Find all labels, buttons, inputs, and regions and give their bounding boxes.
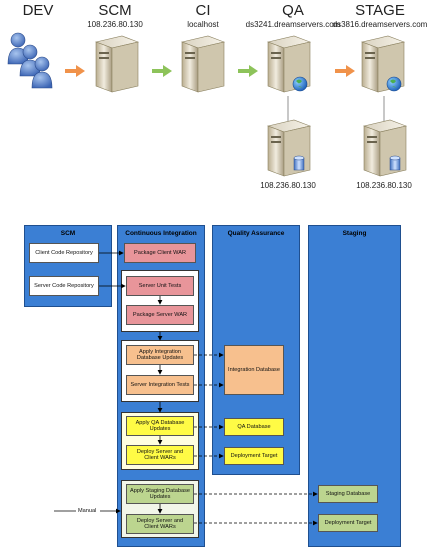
stage-db-server-label: 108.236.80.130 bbox=[356, 181, 412, 190]
package-client-war: Package Client WAR bbox=[124, 243, 196, 263]
apply-integration-database-updates: Apply Integration Database Updates bbox=[126, 345, 194, 365]
staging-database: Staging Database bbox=[318, 485, 378, 503]
stage-subtitle-stage: ds3816.dreamservers.com bbox=[332, 20, 428, 29]
server-unit-tests: Server Unit Tests bbox=[126, 276, 194, 296]
ci-server-icon bbox=[180, 35, 226, 93]
apply-staging-database-updates: Apply Staging Database Updates bbox=[126, 484, 194, 504]
stage-title-scm: SCM bbox=[98, 2, 132, 19]
server-integration-tests: Server Integration Tests bbox=[126, 375, 194, 395]
stage-db-server-icon bbox=[362, 119, 408, 177]
arrow-scm-to-ci-icon bbox=[152, 65, 172, 77]
pipeline-graphic bbox=[7, 32, 408, 177]
qa-server-icon bbox=[266, 35, 312, 93]
stage-server-icon bbox=[360, 35, 406, 93]
deploy-staging-wars: Deploy Server and Client WARs bbox=[126, 514, 194, 534]
stage-subtitle-scm: 108.236.80.130 bbox=[87, 20, 143, 29]
stage-title-ci: CI bbox=[195, 2, 211, 19]
arrow-ci-to-qa-icon bbox=[238, 65, 258, 77]
manual-label: Manual bbox=[78, 508, 97, 514]
arrow-qa-to-stage-icon bbox=[335, 65, 355, 77]
qa-db-server-icon bbox=[266, 119, 312, 177]
qa-db-server-label: 108.236.80.130 bbox=[260, 181, 316, 190]
lane-title-staging: Staging bbox=[342, 230, 367, 237]
globe-icon bbox=[292, 76, 308, 92]
lane-title-ci: Continuous Integration bbox=[125, 230, 197, 237]
client-code-repository: Client Code Repository bbox=[29, 243, 99, 263]
apply-qa-database-updates: Apply QA Database Updates bbox=[126, 416, 194, 436]
lane-title-qa: Quality Assurance bbox=[227, 230, 285, 237]
developers-icon bbox=[7, 32, 53, 89]
integration-database: Integration Database bbox=[224, 345, 284, 395]
stage-subtitle-ci: localhost bbox=[187, 20, 219, 29]
qa-deployment-target: Deployment Target bbox=[224, 447, 284, 465]
stage-title-dev: DEV bbox=[22, 2, 54, 19]
qa-database: QA Database bbox=[224, 418, 284, 436]
lane-title-scm: SCM bbox=[60, 230, 76, 237]
stage-title-stage: STAGE bbox=[355, 2, 405, 19]
package-server-war: Package Server WAR bbox=[126, 305, 194, 325]
server-code-repository: Server Code Repository bbox=[29, 276, 99, 296]
scm-server-icon bbox=[94, 35, 140, 93]
arrow-dev-to-scm-icon bbox=[65, 65, 85, 77]
globe-icon bbox=[386, 76, 402, 92]
staging-deployment-target: Deployment Target bbox=[318, 514, 378, 532]
deploy-qa-wars: Deploy Server and Client WARs bbox=[126, 445, 194, 465]
stage-title-qa: QA bbox=[282, 2, 304, 19]
stage-subtitle-qa: ds3241.dreamservers.com bbox=[245, 20, 341, 29]
